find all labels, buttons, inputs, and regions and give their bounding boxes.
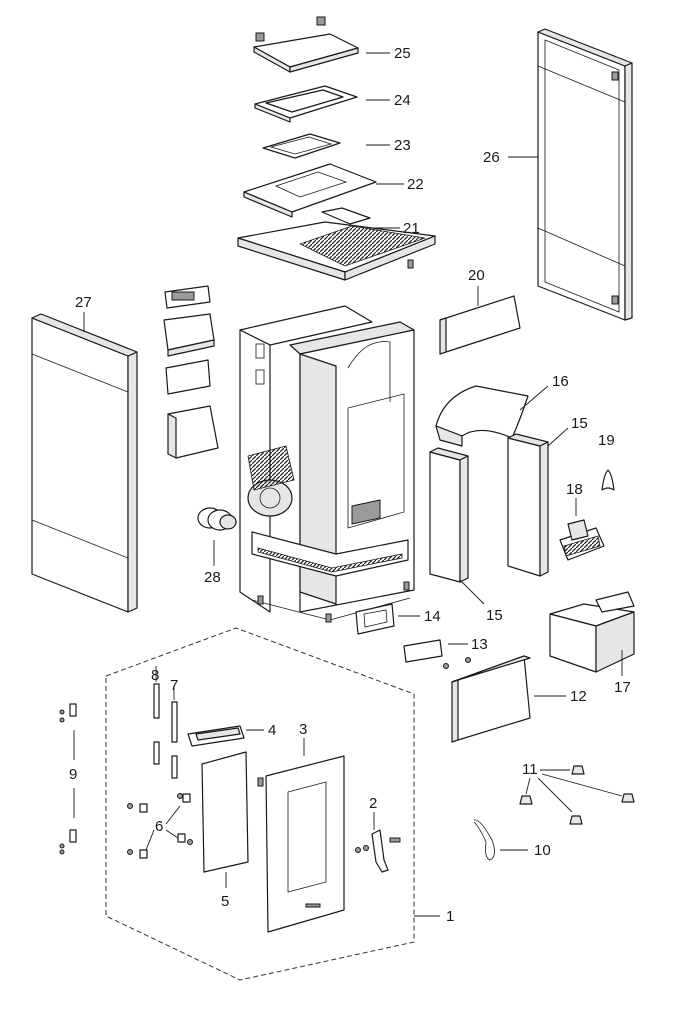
part-4-handle-bar [187,725,245,747]
label-part-22: 22 [407,176,424,193]
part-17-ash-box [549,591,635,673]
part-15-baffle-right [507,433,549,577]
label-part-27: 27 [75,294,92,311]
part-16-hood [435,385,529,447]
control-housing [163,313,215,357]
part-22-plate [243,163,377,218]
part-12-cover [451,655,531,743]
part-5-glass [201,751,249,873]
part-15-baffle-left [429,447,469,583]
label-part-23: 23 [394,137,411,154]
screw-icon [59,709,65,855]
part-27-side-panel [31,313,138,613]
door-assembly-outline [105,627,415,981]
label-part-4: 4 [268,722,276,739]
part-21-grill-top [237,207,436,281]
label-part-28: 28 [204,569,221,586]
label-part-16: 16 [552,373,569,390]
label-part-2: 2 [369,795,377,812]
part-28-flue-pipe [197,507,237,531]
part-11-feet [519,765,635,825]
label-part-3: 3 [299,721,307,738]
label-part-21: 21 [403,220,420,237]
part-9-hinge-pins [59,703,77,855]
screw-icon [443,657,471,669]
label-part-1: 1 [446,908,454,925]
label-part-25: 25 [394,45,411,62]
knob-icon [255,16,326,42]
screw-icon [355,837,401,853]
part-26-side-panel [537,28,633,321]
part-19-clip [601,469,615,491]
label-part-10: 10 [534,842,551,859]
part-7-rod [171,701,178,779]
label-part-17: 17 [614,679,631,696]
label-part-11: 11 [522,761,538,778]
label-part-24: 24 [394,92,411,109]
label-part-12: 12 [570,688,587,705]
label-part-6: 6 [155,818,163,835]
label-part-19: 19 [598,432,615,449]
label-part-15-a: 15 [571,415,588,432]
label-part-5: 5 [221,893,229,910]
label-part-14: 14 [424,608,441,625]
control-display-unit [164,285,211,309]
control-board [165,359,211,395]
part-23-gasket [262,133,341,159]
burner-assembly [247,445,295,517]
label-part-20: 20 [468,267,485,284]
label-part-26: 26 [483,149,500,166]
part-8-rod [153,683,160,765]
part-14-gasket-frame [355,603,395,635]
part-13-plate [403,639,471,669]
label-part-13: 13 [471,636,488,653]
part-6-hinges [127,793,193,859]
screw-icon [127,793,193,855]
label-part-18: 18 [566,481,583,498]
label-part-15-b: 15 [486,607,503,624]
part-10-cable [473,819,495,861]
part-25-top-cover [253,16,359,73]
part-3-door-frame [257,755,345,933]
part-18-burner-pot [559,519,605,561]
label-part-7: 7 [170,677,178,694]
part-20-cover-plate [439,295,521,355]
label-part-8: 8 [151,667,159,684]
stove-body-frame [239,305,415,623]
label-part-9: 9 [69,766,77,783]
part-2-latch [355,829,401,873]
part-24-frame [254,85,358,123]
control-bracket [167,405,219,459]
